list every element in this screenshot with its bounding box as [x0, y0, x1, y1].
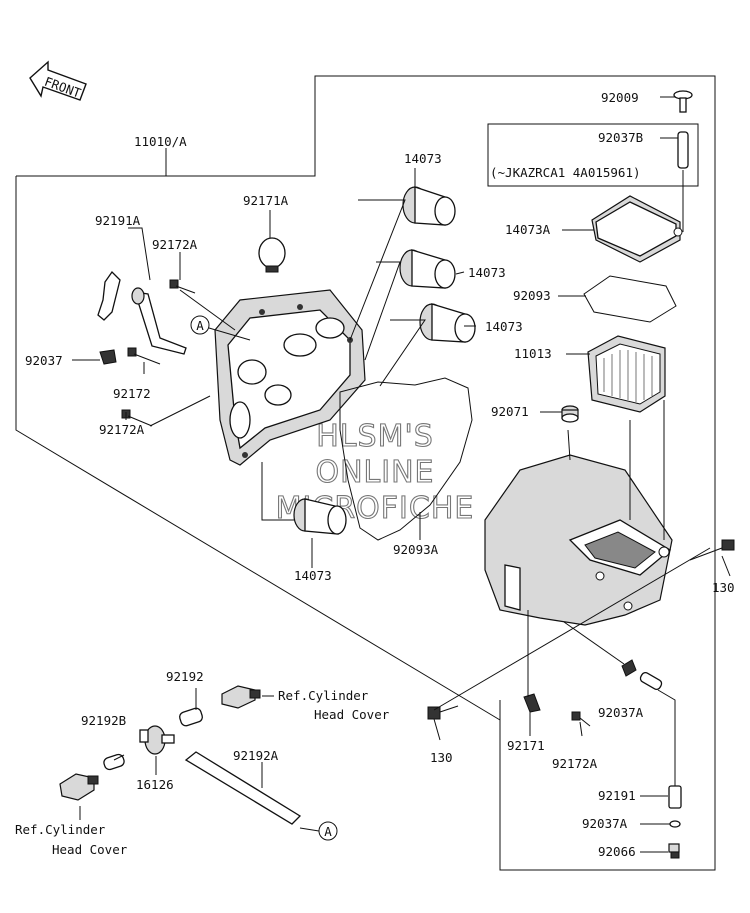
label-92066: 92066: [598, 844, 636, 859]
assembly-outline: [15, 75, 716, 871]
screw-92009: [673, 90, 693, 113]
label-92071: 92071: [491, 404, 529, 419]
ref-cyl-left-line-1: Ref.Cylinder: [15, 822, 106, 837]
label-130-right: 130: [712, 580, 735, 595]
seal-92093: [583, 275, 677, 323]
gasket-92093a: [339, 377, 473, 541]
cap-92066: [668, 843, 680, 859]
label-92172a-left: 92172A: [99, 422, 145, 437]
clip-92037: [99, 349, 117, 365]
hose-92191: [668, 785, 682, 809]
note-bracket: [487, 123, 699, 187]
label-92192b: 92192B: [81, 713, 126, 728]
label-92009: 92009: [601, 90, 639, 105]
grommet-92071: [561, 405, 579, 423]
label-14073a: 14073A: [505, 222, 551, 237]
label-16126: 16126: [136, 777, 174, 792]
label-130-bottom: 130: [430, 750, 453, 765]
label-92037a-low: 92037A: [582, 816, 628, 831]
clip-92037a-low: [669, 820, 681, 828]
label-92172a-bottom: 92172A: [552, 756, 598, 771]
label-92191: 92191: [598, 788, 636, 803]
bracket-note: (~JKAZRCA1 4A015961): [490, 165, 641, 180]
label-92037a-mid: 92037A: [598, 705, 644, 720]
element-11013: [587, 335, 666, 413]
duct-boot-14073-mid2: [419, 303, 476, 343]
label-92192a: 92192A: [233, 748, 279, 763]
collar-92037b: [677, 131, 689, 169]
hose-92192b: [103, 753, 125, 771]
callout-a-top-circle: [190, 315, 210, 335]
ref-cyl-right-line-1: Ref.Cylinder: [278, 688, 369, 703]
label-92171a: 92171A: [243, 193, 289, 208]
label-92037b: 92037B: [598, 130, 643, 145]
label-92037: 92037: [25, 353, 63, 368]
label-14073-mid2: 14073: [485, 319, 523, 334]
front-arrow: FRONT: [29, 60, 87, 101]
label-92172a-top: 92172A: [152, 237, 198, 252]
label-92191a: 92191A: [95, 213, 141, 228]
part-labels: 11010/A 92009 92037B (~JKAZRCA1 4A015961…: [15, 90, 735, 859]
bolt-130-right: [689, 539, 735, 561]
fitting-ref-cylinder-right: [221, 685, 261, 709]
cap-14073a: [591, 195, 683, 263]
label-11013: 11013: [514, 346, 552, 361]
hose-short: [639, 671, 663, 691]
bolt-130-bottom: [427, 705, 459, 720]
duct-boot-14073-mid1: [399, 249, 456, 289]
bolt-92172: [127, 347, 161, 365]
valve-16126: [139, 725, 175, 755]
callout-a-bottom: A: [324, 824, 332, 839]
label-92093a: 92093A: [393, 542, 439, 557]
clip-92037a-mid: [621, 659, 637, 677]
lower-air-box: [484, 454, 673, 626]
leader-lines: [72, 96, 731, 853]
ref-cyl-right-line-2: Head Cover: [314, 707, 390, 722]
clamp-92171: [523, 693, 541, 713]
label-92172: 92172: [113, 386, 151, 401]
label-11010a: 11010/A: [134, 134, 187, 149]
ref-cyl-left-line-2: Head Cover: [52, 842, 128, 857]
watermark-line-2: ONLINE: [315, 455, 434, 490]
bolt-92172a-bottom: [571, 711, 591, 727]
label-14073-bottom: 14073: [294, 568, 332, 583]
duct-boot-14073-bottom: [293, 498, 347, 535]
fitting-ref-cylinder-left: [59, 773, 99, 801]
label-14073-mid1: 14073: [468, 265, 506, 280]
duct-boot-14073-top: [402, 186, 456, 226]
label-14073-top: 14073: [404, 151, 442, 166]
callout-a-top: A: [196, 318, 204, 333]
bolt-92172a-top: [169, 279, 196, 294]
air-cleaner-cover: [214, 289, 366, 466]
clamp-92171a: [258, 237, 286, 269]
hose-92192: [179, 707, 203, 727]
watermark-line-1: HLSM'S: [316, 419, 434, 454]
label-92093: 92093: [513, 288, 551, 303]
label-92192: 92192: [166, 669, 204, 684]
hose-92191a: [97, 270, 187, 355]
hose-92192a: [184, 751, 302, 825]
label-92171: 92171: [507, 738, 545, 753]
